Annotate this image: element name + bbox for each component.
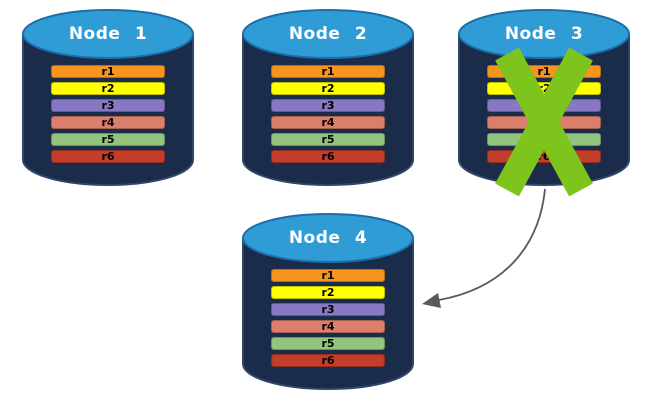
row-r1: r1: [487, 65, 601, 78]
row-r3: r3: [271, 303, 385, 316]
row-r1: r1: [271, 65, 385, 78]
row-r2: r2: [271, 286, 385, 299]
row-r4: r4: [51, 116, 165, 129]
row-r6: r6: [271, 150, 385, 163]
node-3: Node 3 r1 r2 r3 r4 r5 r6: [457, 8, 631, 196]
row-r2: r2: [487, 82, 601, 95]
row-r6: r6: [271, 354, 385, 367]
row-r2: r2: [271, 82, 385, 95]
row-r1: r1: [51, 65, 165, 78]
row-r3: r3: [271, 99, 385, 112]
row-r4: r4: [271, 320, 385, 333]
row-r5: r5: [51, 133, 165, 146]
node-4: Node 4 r1 r2 r3 r4 r5 r6: [241, 212, 415, 390]
node-2-title: Node 2: [288, 24, 368, 44]
row-r5: r5: [487, 133, 601, 146]
row-r4: r4: [271, 116, 385, 129]
row-r4: r4: [487, 116, 601, 129]
row-r6: r6: [51, 150, 165, 163]
row-r2: r2: [51, 82, 165, 95]
node-1-title: Node 1: [68, 24, 148, 44]
node-2: Node 2 r1 r2 r3 r4 r5 r6: [241, 8, 415, 186]
node-3-title: Node 3: [504, 24, 584, 44]
row-r6: r6: [487, 150, 601, 163]
row-r3: r3: [487, 99, 601, 112]
row-r1: r1: [271, 269, 385, 282]
transfer-arrow-icon: [422, 188, 546, 308]
row-r5: r5: [271, 337, 385, 350]
row-r3: r3: [51, 99, 165, 112]
row-r5: r5: [271, 133, 385, 146]
node-1: Node 1 r1 r2 r3 r4 r5 r6: [21, 8, 195, 186]
node-4-title: Node 4: [288, 228, 368, 248]
